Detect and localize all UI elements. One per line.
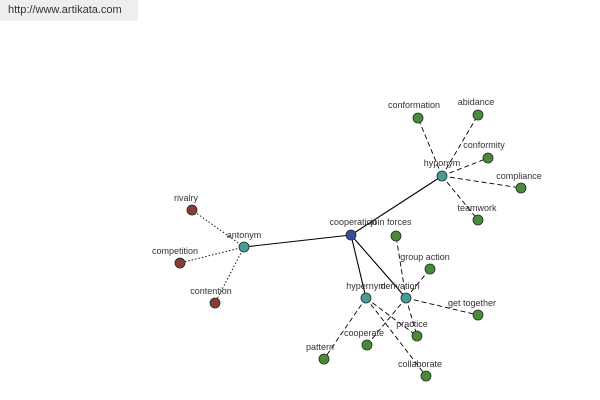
- node-dot-abidance[interactable]: [472, 109, 484, 121]
- node-center[interactable]: cooperation: [329, 217, 377, 241]
- node-label-contention: contention: [190, 286, 232, 296]
- node-label-hypernym: hypernym: [346, 281, 386, 291]
- edge-hyponym-conformation: [417, 117, 443, 177]
- node-dot-get-together[interactable]: [472, 309, 484, 321]
- edge-antonym-contention: [214, 246, 245, 304]
- node-dot-hyponym[interactable]: [436, 170, 448, 182]
- node-label-collaborate: collaborate: [398, 359, 442, 369]
- node-pattern[interactable]: pattern: [306, 342, 334, 365]
- node-get-together[interactable]: get together: [448, 298, 496, 321]
- node-dot-practice[interactable]: [411, 330, 423, 342]
- edge-derivation-join-forces: [395, 235, 407, 299]
- node-label-compliance: compliance: [496, 171, 542, 181]
- node-practice[interactable]: practice: [396, 319, 428, 342]
- node-hypernym[interactable]: hypernym: [346, 281, 386, 304]
- edge-center-hyponym: [350, 175, 443, 236]
- node-dot-teamwork[interactable]: [472, 214, 484, 226]
- node-competition[interactable]: competition: [152, 246, 198, 269]
- node-label-center: cooperation: [329, 217, 376, 227]
- node-label-group-action: group action: [400, 252, 450, 262]
- edge-derivation-cooperate: [366, 297, 407, 346]
- edge-derivation-get-together: [405, 297, 479, 316]
- node-label-cooperate: cooperate: [344, 328, 384, 338]
- node-dot-antonym[interactable]: [238, 241, 250, 253]
- node-join-forces[interactable]: join forces: [369, 217, 412, 242]
- edge-hyponym-abidance: [441, 114, 479, 177]
- node-label-pattern: pattern: [306, 342, 334, 352]
- node-dot-hypernym[interactable]: [360, 292, 372, 304]
- node-abidance[interactable]: abidance: [458, 97, 495, 121]
- node-dot-pattern[interactable]: [318, 353, 330, 365]
- node-label-hyponym: hyponym: [424, 158, 461, 168]
- node-contention[interactable]: contention: [190, 286, 232, 309]
- node-antonym[interactable]: antonym: [227, 230, 262, 253]
- edge-antonym-rivalry: [191, 209, 245, 248]
- node-dot-cooperate[interactable]: [361, 339, 373, 351]
- edge-layer: [179, 114, 522, 377]
- node-cooperate[interactable]: cooperate: [344, 328, 384, 351]
- edge-center-antonym: [243, 234, 352, 248]
- node-dot-center[interactable]: [345, 229, 357, 241]
- edge-antonym-competition: [179, 246, 245, 264]
- edge-hyponym-conformity: [441, 157, 489, 177]
- node-dot-derivation[interactable]: [400, 292, 412, 304]
- node-derivation[interactable]: derivation: [380, 281, 420, 304]
- node-label-join-forces: join forces: [369, 217, 412, 227]
- node-dot-contention[interactable]: [209, 297, 221, 309]
- edge-hyponym-compliance: [441, 175, 522, 189]
- node-layer: cooperation hyponym antonym hypernymderivat…: [152, 97, 542, 382]
- node-label-conformity: conformity: [463, 140, 505, 150]
- node-dot-conformity[interactable]: [482, 152, 494, 164]
- node-rivalry[interactable]: rivalry: [174, 193, 198, 216]
- edge-hyponym-teamwork: [441, 175, 479, 221]
- edge-derivation-group-action: [405, 268, 431, 299]
- node-dot-rivalry[interactable]: [186, 204, 198, 216]
- node-hyponym[interactable]: hyponym: [424, 158, 461, 182]
- node-label-conformation: conformation: [388, 100, 440, 110]
- edge-center-hypernym: [350, 234, 367, 299]
- node-label-practice: practice: [396, 319, 428, 329]
- node-dot-conformation[interactable]: [412, 112, 424, 124]
- site-url-link[interactable]: http://www.artikata.com: [8, 4, 122, 16]
- node-collaborate[interactable]: collaborate: [398, 359, 442, 382]
- node-teamwork[interactable]: teamwork: [457, 203, 497, 226]
- node-group-action[interactable]: group action: [400, 252, 450, 275]
- node-label-antonym: antonym: [227, 230, 262, 240]
- node-label-get-together: get together: [448, 298, 496, 308]
- node-label-teamwork: teamwork: [457, 203, 497, 213]
- node-label-rivalry: rivalry: [174, 193, 198, 203]
- node-dot-competition[interactable]: [174, 257, 186, 269]
- node-compliance[interactable]: compliance: [496, 171, 542, 194]
- node-label-derivation: derivation: [380, 281, 419, 291]
- edge-derivation-practice: [405, 297, 418, 337]
- edge-center-derivation: [350, 234, 407, 299]
- edge-hypernym-practice: [365, 297, 418, 337]
- node-dot-compliance[interactable]: [515, 182, 527, 194]
- edge-hypernym-collaborate: [365, 297, 427, 377]
- node-conformity[interactable]: conformity: [463, 140, 505, 164]
- node-label-abidance: abidance: [458, 97, 495, 107]
- node-label-competition: competition: [152, 246, 198, 256]
- node-dot-group-action[interactable]: [424, 263, 436, 275]
- node-dot-join-forces[interactable]: [390, 230, 402, 242]
- edge-hypernym-pattern: [323, 297, 367, 360]
- node-conformation[interactable]: conformation: [388, 100, 440, 124]
- node-dot-collaborate[interactable]: [420, 370, 432, 382]
- url-bar: http://www.artikata.com: [0, 0, 138, 21]
